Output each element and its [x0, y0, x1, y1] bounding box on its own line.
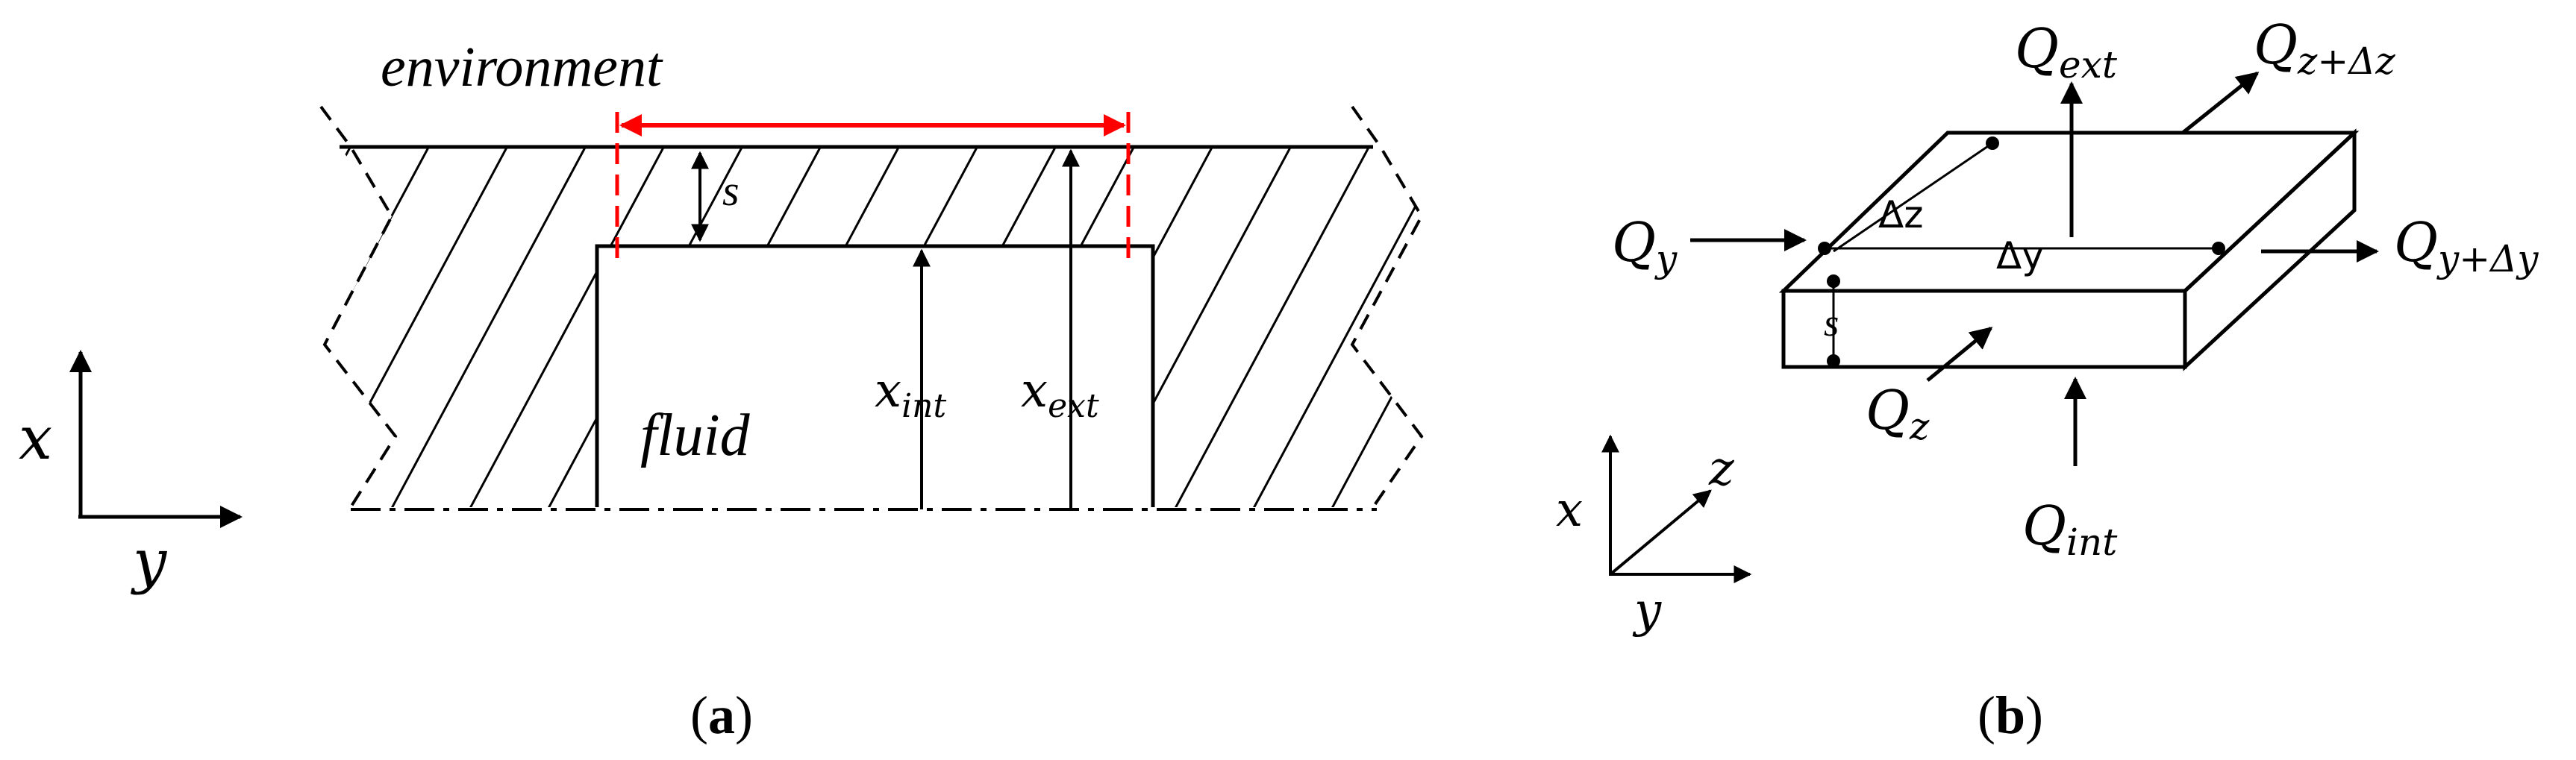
hatch-pattern [325, 104, 1783, 522]
node-dot [2212, 242, 2225, 255]
hatch-line [383, 147, 610, 507]
q-z-arrow [1926, 327, 1993, 382]
x-ext-label: xext [1021, 363, 1099, 425]
q-int-label: Qint [2022, 494, 2118, 564]
hatch-line [461, 147, 688, 507]
hatch-line [1481, 104, 1705, 522]
axes-a: x y [19, 350, 243, 596]
slab-front-face [1781, 289, 2187, 369]
slab-block [1778, 128, 2360, 371]
fluid-label: fluid [640, 403, 751, 468]
hatch-line [1245, 147, 1422, 507]
q-z-label: Qz [1866, 379, 1930, 448]
axis-z-label-b: z [1708, 442, 1735, 497]
axis-y-label-a: y [131, 527, 168, 596]
hatch-line [1401, 147, 1422, 507]
thickness-label: s [722, 166, 740, 215]
axes-b: x y z [1556, 434, 1752, 638]
axis-y-label-b: y [1632, 583, 1662, 638]
panel-a: environment fluid s xint xext x y (a) [19, 36, 1783, 745]
x-int-label: xint [875, 363, 947, 425]
q-y-dy-label: Qy+Δy [2394, 211, 2539, 280]
node-dot [1986, 136, 1999, 150]
caption-b: (b) [1978, 685, 2043, 745]
panel-b: Δz Δy s Qext Qz+Δz Qy Qy+Δy Qz Qint x y … [1556, 13, 2539, 745]
environment-label: environment [381, 36, 663, 98]
s-label-b: s [1824, 302, 1839, 345]
q-ext-label: Qext [2015, 17, 2118, 87]
fluid-channel-outline [595, 244, 1155, 507]
node-dot [1827, 354, 1840, 368]
node-dot [1827, 274, 1840, 288]
hatch-line [1560, 104, 1783, 522]
delta-y-label: Δy [1996, 234, 2044, 277]
q-z-dz-arrow [2181, 72, 2260, 134]
node-dot [1818, 242, 1831, 255]
delta-z-label: Δz [1878, 193, 1923, 236]
axis-x-label-b: x [1556, 483, 1583, 538]
caption-a: (a) [690, 685, 753, 745]
axis-x-label-a: x [19, 403, 52, 473]
left-break-line [319, 105, 398, 509]
delta-z-line [1833, 142, 1993, 253]
q-z-dz-label: Qz+Δz [2254, 13, 2395, 83]
q-y-label: Qy [1612, 211, 1678, 280]
right-break-line [1350, 105, 1424, 509]
slab-side-face [2183, 128, 2357, 371]
hatch-line [1323, 147, 1422, 507]
hatch-line [325, 147, 375, 507]
red-dimension [615, 112, 1131, 268]
hatch-line [1166, 147, 1393, 507]
